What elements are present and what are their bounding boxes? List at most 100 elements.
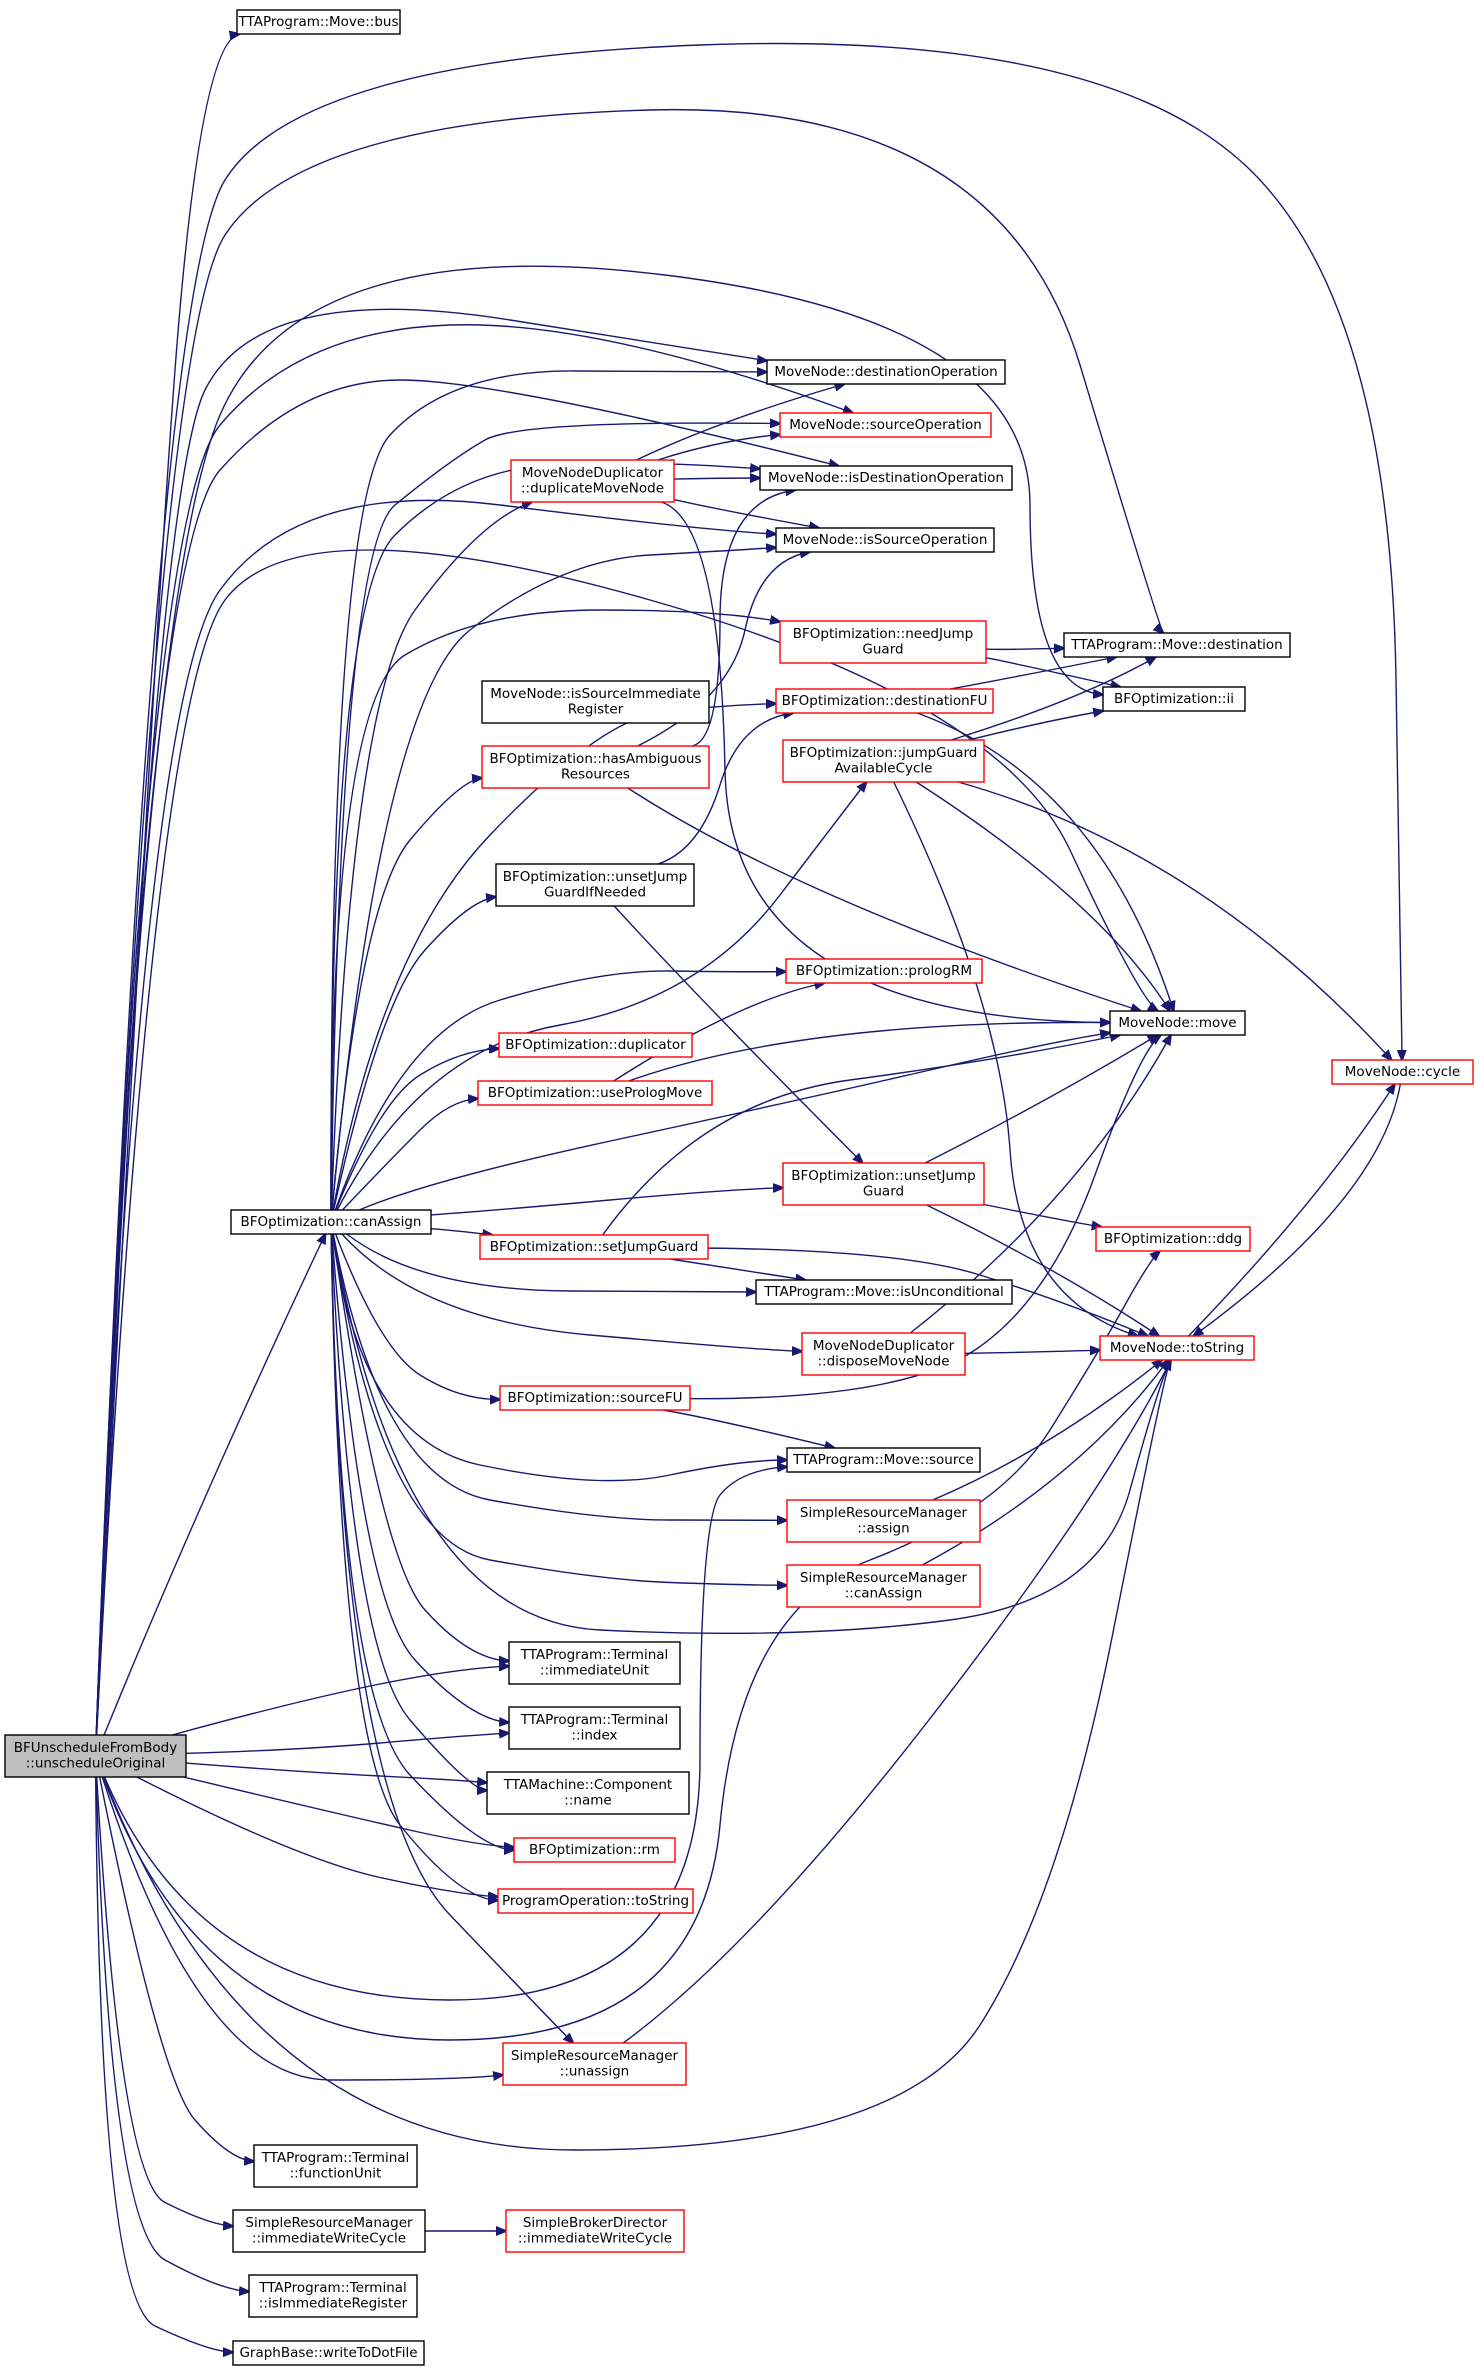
node-srm-assign[interactable]: SimpleResourceManager::assign	[786, 1499, 981, 1543]
edge-source_fu-to-move_source	[663, 1409, 834, 1448]
node-box	[1063, 632, 1291, 658]
node-label-line: SimpleResourceManager	[800, 1570, 968, 1586]
node-box	[1095, 1226, 1251, 1252]
node-cycle[interactable]: MoveNode::cycle	[1331, 1059, 1474, 1085]
edge-root-to-is_src_op	[95, 499, 776, 1736]
node-is-src-op[interactable]: MoveNode::isSourceOperation	[775, 527, 995, 553]
node-set-jump-guard[interactable]: BFOptimization::setJumpGuard	[479, 1234, 709, 1260]
node-label-line: Resources	[561, 767, 630, 783]
node-srm-can-assign[interactable]: SimpleResourceManager::canAssign	[786, 1564, 981, 1608]
edge-cycle-to-to_string	[1193, 1083, 1402, 1336]
node-term-index[interactable]: TTAProgram::Terminal::index	[508, 1706, 681, 1750]
node-dest-op[interactable]: MoveNode::destinationOperation	[766, 359, 1006, 385]
node-box	[499, 1385, 691, 1411]
node-source-fu[interactable]: BFOptimization::sourceFU	[499, 1385, 691, 1411]
edge-need_jump_guard-to-move_destination	[985, 648, 1064, 649]
node-box	[253, 2144, 418, 2188]
node-use-prolog-move[interactable]: BFOptimization::usePrologMove	[477, 1080, 713, 1106]
node-is-unconditional[interactable]: TTAProgram::Move::isUnconditional	[755, 1279, 1013, 1305]
node-label-line: MoveNodeDuplicator	[522, 465, 664, 481]
node-box	[236, 9, 401, 35]
node-label-line: ::duplicateMoveNode	[521, 481, 664, 497]
node-box	[1331, 1059, 1474, 1085]
node-move-destination[interactable]: TTAProgram::Move::destination	[1063, 632, 1291, 658]
node-label-line: BFOptimization::sourceFU	[508, 1390, 683, 1406]
edge-can_assign-to-dup_move_node	[330, 502, 531, 1211]
node-root[interactable]: BFUnscheduleFromBody::unscheduleOriginal	[4, 1734, 187, 1778]
edge-can_assign-to-unset_jump_guard_if	[332, 897, 496, 1211]
node-to-string[interactable]: MoveNode::toString	[1099, 1335, 1255, 1361]
edge-jump_guard_avail-to-cycle	[957, 781, 1391, 1060]
node-label-line: ::immediateUnit	[540, 1663, 649, 1679]
edge-unset_jump_guard_if-to-unset_jump_guard	[613, 905, 862, 1163]
node-sbd-imm-write-cycle[interactable]: SimpleBrokerDirector::immediateWriteCycl…	[505, 2209, 685, 2253]
node-box	[785, 958, 983, 984]
node-label-line: BFOptimization::jumpGuard	[790, 745, 978, 761]
node-can-assign[interactable]: BFOptimization::canAssign	[230, 1209, 432, 1235]
edge-dup_move_node-to-is_dest_op	[673, 478, 760, 479]
node-dispose-move-node[interactable]: MoveNodeDuplicator::disposeMoveNode	[801, 1332, 966, 1376]
edge-jump_guard_avail-to-movenode_move	[915, 781, 1170, 1011]
edge-root-to-move_source	[103, 1467, 787, 2001]
node-src-op[interactable]: MoveNode::sourceOperation	[779, 412, 992, 438]
edge-root-to-term_is_imm_reg	[95, 1776, 249, 2292]
node-label-line: ::immediateWriteCycle	[252, 2231, 406, 2247]
edge-can_assign-to-dispose_move_node	[341, 1233, 802, 1351]
edges-layer	[94, 34, 1402, 2352]
edge-root-to-srm_unassign	[101, 1776, 503, 2080]
edge-can_assign-to-use_prolog_move	[341, 1099, 478, 1211]
edge-can_assign-to-src_op	[330, 423, 780, 1211]
node-term-function-unit[interactable]: TTAProgram::Terminal::functionUnit	[253, 2144, 418, 2188]
edge-can_assign-to-unset_jump_guard	[430, 1188, 783, 1216]
node-movenode-move[interactable]: MoveNode::move	[1109, 1010, 1246, 1036]
node-component-name[interactable]: TTAMachine::Component::name	[486, 1771, 690, 1815]
node-label-line: GraphBase::writeToDotFile	[239, 2345, 417, 2361]
node-label-line: MoveNode::isDestinationOperation	[768, 470, 1004, 486]
edge-can_assign-to-term_index	[331, 1233, 509, 1723]
node-label-line: BFOptimization::unsetJump	[503, 869, 688, 885]
node-ddg[interactable]: BFOptimization::ddg	[1095, 1226, 1251, 1252]
node-label-line: Guard	[863, 1184, 904, 1200]
node-box	[1102, 686, 1246, 712]
edge-root-to-to_string	[103, 1360, 1171, 2151]
node-move-source[interactable]: TTAProgram::Move::source	[786, 1447, 981, 1473]
edge-can_assign-to-prolog_rm	[334, 971, 786, 1211]
node-label-line: BFOptimization::hasAmbiguous	[489, 751, 701, 767]
node-ii[interactable]: BFOptimization::ii	[1102, 686, 1246, 712]
edge-root-to-bus	[95, 34, 240, 1736]
node-box	[766, 359, 1006, 385]
node-is-dest-op[interactable]: MoveNode::isDestinationOperation	[759, 465, 1013, 491]
node-box	[495, 863, 695, 907]
node-srm-imm-write-cycle[interactable]: SimpleResourceManager::immediateWriteCyc…	[232, 2209, 426, 2253]
node-term-immediate-unit[interactable]: TTAProgram::Terminal::immediateUnit	[508, 1641, 681, 1685]
node-dup-move-node[interactable]: MoveNodeDuplicator::duplicateMoveNode	[510, 459, 675, 503]
node-srm-unassign[interactable]: SimpleResourceManager::unassign	[502, 2042, 687, 2086]
node-label-line: ::canAssign	[845, 1586, 923, 1602]
edge-has_ambiguous-to-is_dest_op	[692, 490, 795, 747]
node-destination-fu[interactable]: BFOptimization::destinationFU	[775, 688, 994, 714]
node-box	[479, 1234, 709, 1260]
node-label-line: TTAProgram::Terminal	[520, 1647, 669, 1663]
edge-can_assign-to-srm_unassign	[330, 1233, 573, 2043]
node-term-is-imm-reg[interactable]: TTAProgram::Terminal::isImmediateRegiste…	[248, 2274, 418, 2318]
node-box	[801, 1332, 966, 1376]
edge-set_jump_guard-to-is_unconditional	[670, 1258, 805, 1280]
node-prolog-rm[interactable]: BFOptimization::prologRM	[785, 958, 983, 984]
node-progop-to-string[interactable]: ProgramOperation::toString	[497, 1888, 694, 1914]
edge-can_assign-to-srm_assign	[332, 1233, 787, 1520]
node-write-to-dot[interactable]: GraphBase::writeToDotFile	[232, 2340, 425, 2366]
node-box	[230, 1209, 432, 1235]
node-rm[interactable]: BFOptimization::rm	[513, 1837, 676, 1863]
edge-can_assign-to-move_source	[331, 1233, 787, 1482]
node-label-line: GuardIfNeeded	[544, 885, 646, 901]
node-label-line: BFOptimization::duplicator	[505, 1037, 686, 1053]
node-bus[interactable]: TTAProgram::Move::bus	[236, 9, 401, 35]
edge-dispose_move_node-to-to_string	[964, 1350, 1100, 1353]
node-duplicator[interactable]: BFOptimization::duplicator	[498, 1032, 693, 1058]
